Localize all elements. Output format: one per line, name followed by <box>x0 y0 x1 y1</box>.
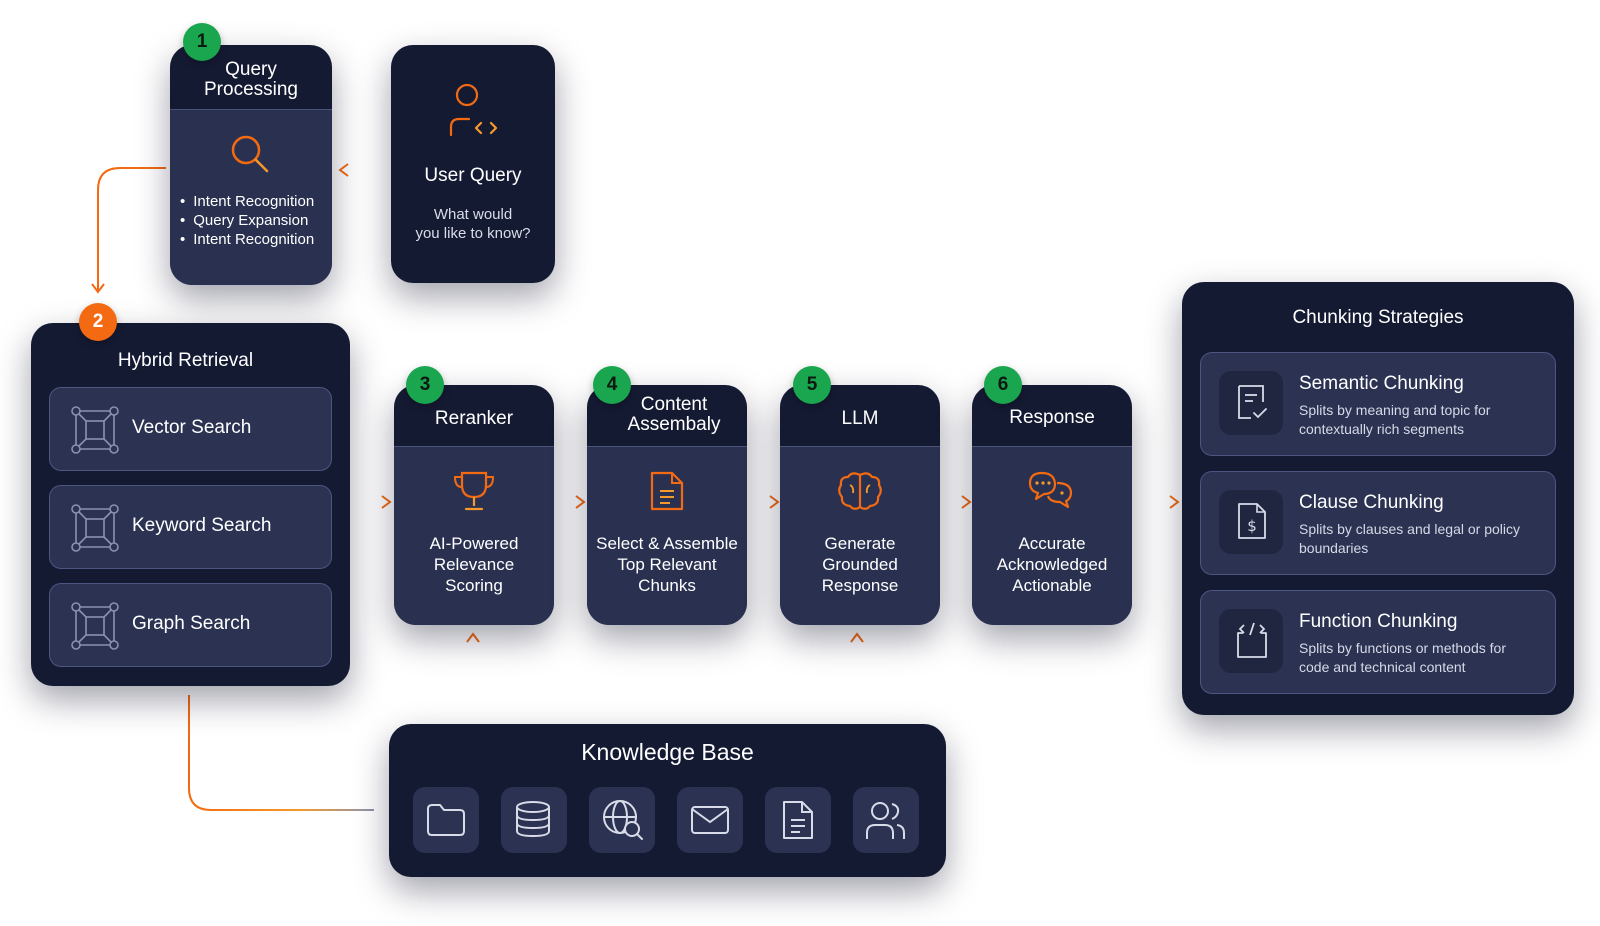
line-retrieval-to-kb <box>188 695 374 811</box>
function-chunking-desc: Splits by functions or methods for code … <box>1299 640 1506 675</box>
hybrid-retrieval-card: Hybrid Retrieval Vector Search <box>31 323 350 686</box>
keyword-search-item[interactable]: Keyword Search <box>49 485 332 569</box>
semantic-chunking-item[interactable]: Semantic Chunking Splits by meaning and … <box>1200 352 1556 456</box>
reranker-description: AI-Powered Relevance Scoring <box>429 534 519 595</box>
globe-search-icon <box>603 800 643 840</box>
query-processing-card: Query Processing Intent Recognition Quer… <box>170 45 332 285</box>
content-assembly-body: Select & Assemble Top Relevant Chunks <box>587 446 747 625</box>
network-icon <box>71 602 119 650</box>
svg-text:$: $ <box>1247 517 1257 535</box>
reranker-card: Reranker AI-Powered Relevance Scoring <box>394 385 554 625</box>
users-icon <box>866 802 905 839</box>
query-processing-bullets: Intent Recognition Query Expansion Inten… <box>180 192 326 249</box>
step-badge-1: 1 <box>183 23 221 61</box>
response-body: Accurate Acknowledged Actionable <box>972 446 1132 625</box>
semantic-chunking-title: Semantic Chunking <box>1299 373 1464 394</box>
search-icon <box>231 135 269 173</box>
vector-search-label: Vector Search <box>132 417 252 438</box>
kb-users-tile[interactable] <box>853 787 919 853</box>
kb-web-tile[interactable] <box>589 787 655 853</box>
semantic-chunking-desc: Splits by meaning and topic for contextu… <box>1299 402 1491 437</box>
doc-dollar-icon: $ <box>1238 503 1266 539</box>
chat-icon <box>1028 471 1073 509</box>
bullet-item: Query Expansion <box>180 211 326 230</box>
knowledge-base-card: Knowledge Base <box>389 724 946 877</box>
response-description: Accurate Acknowledged Actionable <box>996 534 1108 595</box>
step-badge-5: 5 <box>793 366 831 404</box>
arrow-processing-to-retrieval <box>91 167 166 294</box>
arrow-reranker-to-assembly <box>554 495 586 509</box>
knowledge-base-title: Knowledge Base <box>581 739 754 765</box>
user-code-icon <box>449 83 498 137</box>
llm-card: LLM Generate Grounded Response <box>780 385 940 625</box>
kb-database-tile[interactable] <box>501 787 567 853</box>
graph-search-label: Graph Search <box>132 613 251 634</box>
document-icon <box>650 471 684 511</box>
keyword-search-label: Keyword Search <box>132 515 272 536</box>
trophy-icon <box>453 471 495 511</box>
function-chunking-item[interactable]: Function Chunking Splits by functions or… <box>1200 590 1556 694</box>
clause-chunking-item[interactable]: $ Clause Chunking Splits by clauses and … <box>1200 471 1556 575</box>
llm-description: Generate Grounded Response <box>821 534 899 595</box>
content-assembly-description: Select & Assemble Top Relevant Chunks <box>596 534 738 595</box>
network-icon <box>71 504 119 552</box>
llm-title: LLM <box>841 408 879 429</box>
user-query-subtitle: What would you like to know? <box>415 206 531 242</box>
function-chunking-icon-box <box>1219 609 1283 673</box>
arrow-userquery-to-processing <box>338 163 384 177</box>
clause-chunking-icon-box: $ <box>1219 490 1283 554</box>
arrow-assembly-to-llm <box>746 495 780 509</box>
document-icon <box>783 801 813 839</box>
database-icon <box>516 801 550 838</box>
doc-check-icon <box>1238 385 1267 419</box>
response-title: Response <box>1009 407 1095 428</box>
step-badge-3: 3 <box>406 366 444 404</box>
bullet-item: Intent Recognition <box>180 230 326 249</box>
query-processing-body: Intent Recognition Query Expansion Inten… <box>170 109 332 285</box>
query-processing-title: Query Processing <box>204 59 298 100</box>
step-badge-6: 6 <box>984 366 1022 404</box>
kb-folder-tile[interactable] <box>413 787 479 853</box>
graph-search-item[interactable]: Graph Search <box>49 583 332 667</box>
chunking-strategies-card: Chunking Strategies Semantic Chunking Sp… <box>1182 282 1574 715</box>
arrow-kb-to-llm <box>850 632 864 712</box>
function-chunking-title: Function Chunking <box>1299 611 1458 632</box>
arrow-kb-to-reranker <box>466 632 480 712</box>
semantic-chunking-icon-box <box>1219 371 1283 435</box>
brain-icon <box>838 472 882 510</box>
arrow-llm-to-response <box>938 495 972 509</box>
kb-document-tile[interactable] <box>765 787 831 853</box>
kb-mail-tile[interactable] <box>677 787 743 853</box>
content-assembly-title: Content Assembaly <box>627 394 721 435</box>
hybrid-retrieval-title: Hybrid Retrieval <box>117 350 254 371</box>
user-query-card: User Query What would you like to know? <box>391 45 555 283</box>
bullet-item: Intent Recognition <box>180 192 326 211</box>
clause-chunking-desc: Splits by clauses and legal or policy bo… <box>1299 521 1521 556</box>
response-card: Response Accurate Acknowledged Actionabl… <box>972 385 1132 625</box>
arrow-response-to-chunking <box>1130 495 1180 509</box>
content-assembly-card: Content Assembaly Select & Assemble Top … <box>587 385 747 625</box>
vector-search-item[interactable]: Vector Search <box>49 387 332 471</box>
llm-body: Generate Grounded Response <box>780 446 940 625</box>
network-icon <box>71 406 119 454</box>
folder-icon <box>427 804 465 836</box>
reranker-body: AI-Powered Relevance Scoring <box>394 446 554 625</box>
user-query-title: User Query <box>424 165 522 186</box>
clause-chunking-title: Clause Chunking <box>1299 492 1444 513</box>
mail-icon <box>691 806 729 834</box>
chunking-strategies-title: Chunking Strategies <box>1292 307 1464 328</box>
code-bracket-icon <box>1237 622 1267 658</box>
reranker-title: Reranker <box>434 408 514 429</box>
step-badge-2: 2 <box>79 303 117 341</box>
arrow-retrieval-to-reranker <box>350 495 392 509</box>
step-badge-4: 4 <box>593 366 631 404</box>
